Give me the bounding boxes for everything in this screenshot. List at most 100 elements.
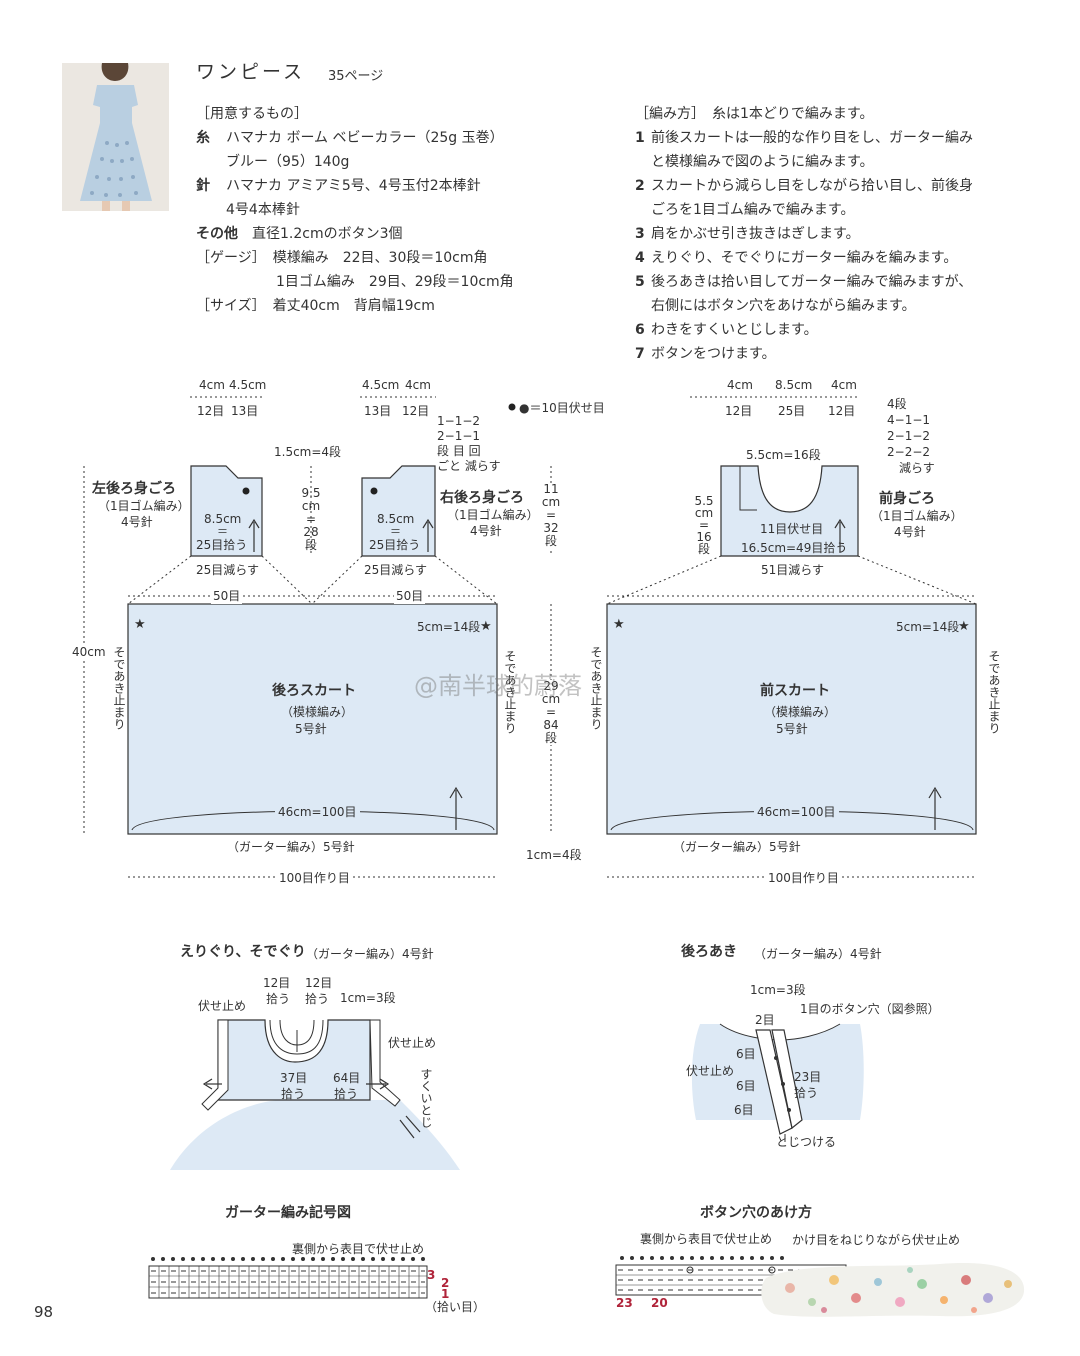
yarn-label: 糸 <box>196 130 210 146</box>
back-skirt-side-left: そであき止まり <box>112 646 126 730</box>
star-icon: ★ <box>134 617 146 632</box>
materials-list: ［用意するもの］ 糸ハマナカ ボーム ベビーカラー（25g 玉巻） ブルー（95… <box>196 102 514 318</box>
right-back-stitches2: 12目 <box>402 404 430 418</box>
front-stitches2: 25目 <box>778 404 806 418</box>
buttonhole-title: ボタン穴のあけ方 <box>700 1205 812 1221</box>
gauge-label: ［ゲージ］ <box>196 250 259 266</box>
right-back-title: 右後ろ身ごろ <box>440 490 524 506</box>
neck-pick-12a-label: 拾う <box>266 992 291 1006</box>
left-back-title: 左後ろ身ごろ <box>92 481 176 497</box>
garter-row-1: 1 <box>441 1287 450 1301</box>
right-back-bottom: 25目減らす <box>364 563 428 577</box>
front-dec2: 4−1−1 <box>887 413 931 427</box>
watermark-text: @南半球的蔚落 <box>414 672 582 700</box>
neck-pick-12b-label: 拾う <box>305 992 330 1006</box>
needle-line1: ハマナカ アミアミ5号、4号玉付2本棒針 <box>226 178 481 194</box>
back-skirt-garter: （ガーター編み）5号針 <box>227 840 355 854</box>
neck-armhole-diagram <box>170 1019 460 1170</box>
left-back-stitch: （1目ゴム編み） <box>98 499 190 513</box>
front-skirt-cast-on: 100目作り目 <box>765 870 842 886</box>
front-dec1: 4段 <box>887 397 907 411</box>
back-opening-diagram <box>691 1023 864 1142</box>
garter-chart-note: 裏側から表目で伏せ止め <box>292 1242 425 1256</box>
left-back-mid1: 8.5cm <box>204 512 242 526</box>
neck-rows: 1cm=3段 <box>340 991 396 1005</box>
front-width3: 4cm <box>831 378 857 392</box>
back-opening-stitch: （ガーター編み）4号針 <box>754 947 882 961</box>
instructions-heading: ［編み方］ 糸は1本どりで編みます。 <box>635 106 874 122</box>
back-opening-buttonhole: 1目のボタン穴（図参照） <box>800 1002 940 1016</box>
left-back-width2: 4.5cm <box>229 378 267 392</box>
back-skirt-width: 46cm=100目 <box>275 804 360 820</box>
star-icon: ★ <box>958 619 970 634</box>
back-opening-23-label: 拾う <box>794 1086 819 1100</box>
front-skirt-star-rows: 5cm=14段 <box>896 620 960 634</box>
neck-37: 37目 <box>280 1071 308 1085</box>
right-back-width2: 4cm <box>405 378 431 392</box>
front-skirt-width: 46cm=100目 <box>754 804 839 820</box>
right-back-width1: 4.5cm <box>362 378 400 392</box>
pattern-title: ワンピース <box>196 61 306 83</box>
back-skirt-title: 後ろスカート <box>272 683 356 699</box>
left-back-mid3: 25目拾う <box>196 538 248 552</box>
hem-rows: 1cm=4段 <box>526 848 582 862</box>
legend-bindoff: ●＝10目伏せ目 <box>519 401 605 415</box>
front-width1: 4cm <box>727 378 753 392</box>
back-opening-title: 後ろあき <box>681 944 737 960</box>
front-skirt-stitch: （模様編み） <box>764 705 837 719</box>
buttonhole-col-23: 23 <box>616 1296 633 1310</box>
back-neck-rows: 1.5cm=4段 <box>274 445 342 459</box>
page-reference: 35ページ <box>328 69 384 84</box>
star-icon: ★ <box>613 617 625 632</box>
total-length: 40cm <box>72 645 106 659</box>
size-value: 着丈40cm 背肩幅19cm <box>272 298 435 314</box>
neck-armhole-stitch: （ガーター編み）4号針 <box>306 947 434 961</box>
polka-dot-sticker <box>761 1263 1025 1317</box>
back-skirt-side-right: そであき止まり <box>503 650 517 734</box>
other-label: その他 <box>196 226 238 242</box>
front-skirt-side-left: そであき止まり <box>589 646 603 730</box>
buttonhole-col-20: 20 <box>651 1296 668 1310</box>
front-bodice-stitch: （1目ゴム編み） <box>871 509 963 523</box>
needle-label: 針 <box>196 178 210 194</box>
armhole-64: 64目 <box>333 1071 361 1085</box>
back-opening-6c: 6目 <box>734 1103 754 1117</box>
page-number: 98 <box>34 1303 54 1321</box>
back-opening-23: 23目 <box>794 1070 822 1084</box>
neck-pick-12b: 12目 <box>305 976 333 990</box>
left-back-needle: 4号針 <box>121 515 153 529</box>
size-label: ［サイズ］ <box>196 298 259 314</box>
back-opening-rows: 1cm=3段 <box>750 983 806 997</box>
side-seam: すくいとじ <box>419 1068 433 1128</box>
yarn-line2: ブルー（95）140g <box>226 154 350 170</box>
back-opening-join: とじつける <box>776 1135 837 1149</box>
front-skirt-side-right: そであき止まり <box>987 650 1001 734</box>
neck-37-label: 拾う <box>281 1087 306 1101</box>
front-neck-depth: 5.5cm=16段 <box>746 448 821 462</box>
gauge-line1: 模様編み 22目、30段＝10cm角 <box>272 250 488 266</box>
back-opening-bind: 伏せ止め <box>686 1064 735 1078</box>
right-back-mid3: 25目拾う <box>369 538 421 552</box>
dress-photo <box>62 63 169 211</box>
back-skirt-top-right: 50目 <box>394 588 426 604</box>
back-skirt-stitch: （模様編み） <box>281 705 354 719</box>
buttonhole-note1: 裏側から表目で伏せ止め <box>640 1232 773 1246</box>
front-skirt-piece <box>606 603 977 835</box>
front-skirt-needle: 5号針 <box>776 722 808 736</box>
step-1-cont: と模様編みで図のように編みます。 <box>651 154 874 170</box>
neck-armhole-title: えりぐり、そでぐり <box>180 944 306 960</box>
front-skirt-title: 前スカート <box>760 683 830 699</box>
right-back-dec3: 段 目 回 <box>437 444 481 458</box>
step-2-cont: ごろを1目ゴム編みで編みます。 <box>651 202 855 218</box>
back-opening-6b: 6目 <box>736 1079 756 1093</box>
back-opening-2: 2目 <box>755 1013 775 1027</box>
garter-chart-title: ガーター編み記号図 <box>225 1205 351 1221</box>
right-back-dec2: 2−1−1 <box>437 429 481 443</box>
